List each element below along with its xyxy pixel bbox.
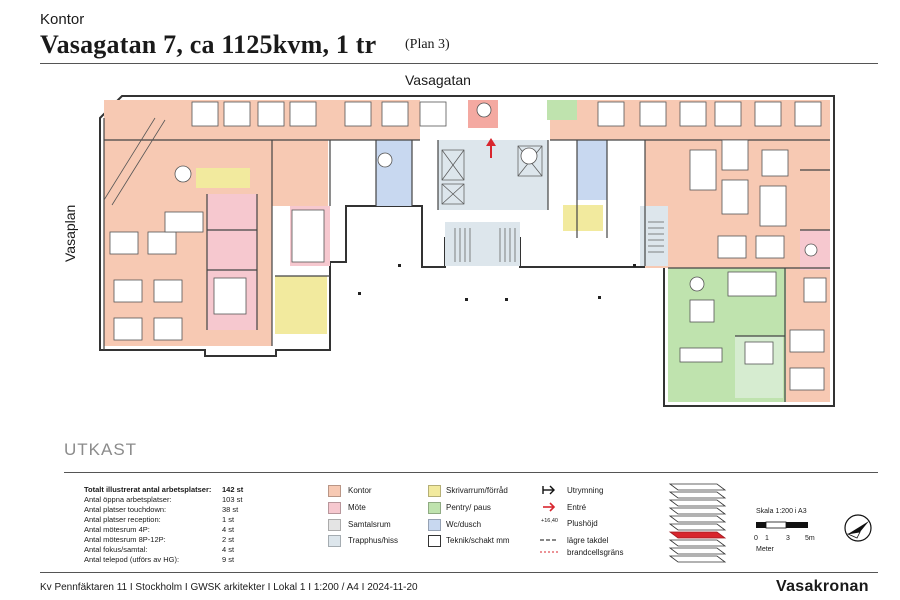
zone-storage-3 [563, 205, 603, 231]
legend-label: Entré [567, 503, 587, 512]
entrance-arrow-icon [543, 502, 556, 512]
stats-value: 142 st [222, 485, 244, 494]
scale-unit: Meter [756, 546, 774, 553]
zone-storage-2 [275, 276, 327, 334]
footer-meta: Kv Pennfäktaren 11 I Stockholm I GWSK ar… [40, 582, 418, 593]
stats-value: 38 st [222, 505, 239, 514]
plan-level: (Plan 3) [405, 37, 450, 52]
zone-stair-south [445, 222, 520, 266]
stats-label: Antal platser reception: [84, 515, 161, 524]
stats-label: Antal öppna arbetsplatser: [84, 495, 172, 504]
stats-label: Antal telepod (utförs av HG): [84, 555, 180, 564]
stats-label: Antal mötesrum 4P: [84, 525, 150, 534]
current-floor-marker [668, 531, 727, 539]
legend-swatch-meeting [328, 502, 341, 514]
scale-tick: 5m [805, 535, 815, 542]
stats-value: 103 st [222, 495, 243, 504]
legend-label: lägre takdel [567, 536, 609, 545]
stats-label: Totalt illustrerat antal arbetsplatser: [84, 485, 212, 494]
furniture-desks [109, 101, 827, 391]
draft-status-label: UTKAST [64, 440, 138, 459]
legend-label: Wc/dusch [446, 520, 482, 529]
legend-label: Teknik/schakt mm [446, 536, 510, 545]
level-mark-icon: +16,40 [541, 518, 558, 524]
legend-label: Möte [348, 503, 366, 512]
entrance-arrow-plan [486, 138, 496, 158]
legend-swatch-call-room [328, 519, 341, 531]
stats-value: 1 st [222, 515, 235, 524]
legend-swatch-technical [428, 535, 441, 547]
stats-label: Antal platser touchdown: [84, 505, 167, 514]
street-label-top: Vasagatan [405, 72, 471, 88]
legend-label: Kontor [348, 486, 372, 495]
zone-stair-east [640, 206, 668, 266]
header-kicker: Kontor [40, 11, 85, 28]
legend-swatch-stairwell [328, 535, 341, 547]
north-arrow-icon [844, 514, 872, 542]
page-title: Vasagatan 7, ca 1125kvm, 1 tr [40, 30, 377, 59]
scale-tick: 0 [754, 535, 758, 542]
structural-columns [358, 264, 636, 301]
scale-bar [756, 521, 808, 529]
legend-symbol-icons [540, 485, 558, 553]
legend-divider [64, 472, 878, 473]
interior-walls [103, 118, 830, 402]
legend-label: Trapphus/hiss [348, 536, 398, 545]
exit-arrow-icon [542, 485, 555, 495]
floor-plan [99, 95, 835, 407]
stats-value: 4 st [222, 525, 235, 534]
stair-symbols [454, 221, 664, 262]
brand-logo: Vasakronan [776, 578, 869, 595]
scale-title: Skala 1:200 i A3 [756, 508, 807, 515]
footer-divider [40, 572, 878, 573]
header-divider [40, 63, 878, 64]
legend-label: Skrivarrum/förråd [446, 486, 508, 495]
stats-value: 4 st [222, 545, 235, 554]
stats-value: 9 st [222, 555, 235, 564]
legend-label: Plushöjd [567, 519, 598, 528]
stats-label: Antal fokus/samtal: [84, 545, 148, 554]
legend-swatch-office [328, 485, 341, 497]
scale-tick: 1 [765, 535, 769, 542]
zone-wc-2 [577, 140, 607, 200]
building-section-key [668, 483, 727, 563]
stats-value: 2 st [222, 535, 235, 544]
legend-label: brandcellsgräns [567, 548, 624, 557]
stats-label: Antal mötesrum 8P-12P: [84, 535, 166, 544]
legend-label: Samtalsrum [348, 520, 391, 529]
legend-swatch-wc [428, 519, 441, 531]
legend-label: Pentry/ paus [446, 503, 491, 512]
legend-swatch-printer [428, 485, 441, 497]
zone-storage-1 [196, 168, 250, 188]
round-tables [174, 102, 818, 292]
facade-diagonal [103, 117, 166, 206]
legend-label: Utrymning [567, 486, 604, 495]
legend-swatch-pantry [428, 502, 441, 514]
scale-tick: 3 [786, 535, 790, 542]
zone-wc-1 [376, 140, 412, 206]
zone-pantry-north [547, 100, 577, 120]
